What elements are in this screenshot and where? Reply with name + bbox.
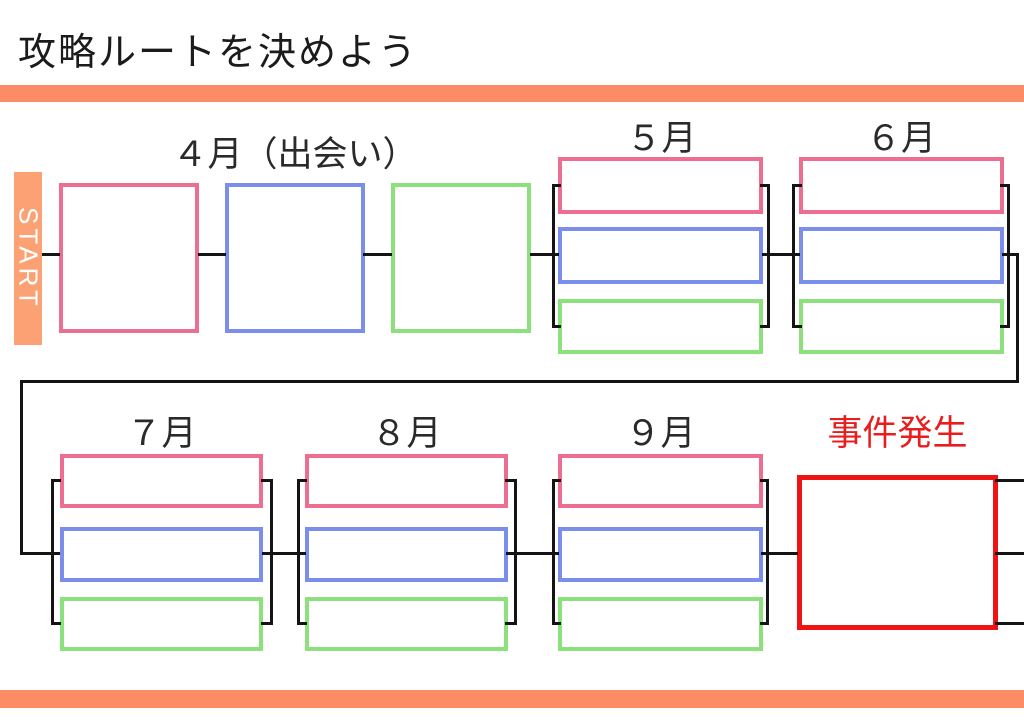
- bracket-stub: [760, 325, 770, 328]
- connector-april-2-3: [363, 253, 392, 256]
- bracket-june-left: [792, 184, 795, 328]
- bracket-stub: [552, 325, 561, 328]
- bottom-divider-bar: [0, 690, 1024, 708]
- bracket-stub: [792, 184, 802, 187]
- may-route-box-green: [558, 299, 763, 354]
- bracket-stub: [760, 479, 769, 482]
- june-route-box-blue: [799, 227, 1004, 284]
- heading-incident: 事件発生: [827, 414, 968, 453]
- connector-june-wrap: [1002, 253, 1019, 256]
- heading-june: ６月: [865, 119, 936, 158]
- august-route-box-blue: [305, 527, 508, 582]
- september-route-box-blue: [558, 527, 763, 582]
- connector-august-september: [506, 552, 559, 555]
- bracket-stub: [792, 325, 802, 328]
- bracket-stub: [552, 622, 561, 625]
- bracket-stub: [261, 479, 273, 482]
- connector-may-june: [762, 253, 800, 256]
- september-route-box-pink: [558, 454, 763, 508]
- start-badge: START: [13, 172, 44, 345]
- bracket-august-left: [297, 479, 300, 625]
- bracket-stub: [261, 622, 273, 625]
- bracket-stub: [297, 622, 307, 625]
- incident-box: [797, 475, 998, 630]
- bracket-stub: [51, 479, 61, 482]
- june-route-box-green: [799, 299, 1004, 354]
- bracket-stub: [760, 184, 770, 187]
- start-label: START: [13, 207, 44, 310]
- connector-incident-exit-bottom: [995, 622, 1024, 625]
- wrap-line-right-vertical: [1016, 253, 1019, 383]
- connector-incident-exit-middle: [995, 552, 1024, 555]
- heading-august: ８月: [371, 414, 442, 453]
- september-route-box-green: [558, 597, 763, 651]
- connector-september-incident: [761, 552, 798, 555]
- bracket-september-left: [552, 479, 555, 625]
- bracket-september-right: [766, 479, 769, 625]
- bracket-stub: [505, 622, 517, 625]
- bracket-may-right: [767, 184, 770, 328]
- connector-july-august: [262, 552, 306, 555]
- connector-incident-exit-top: [995, 479, 1024, 482]
- july-route-box-blue: [60, 527, 263, 582]
- bracket-stub: [51, 622, 61, 625]
- heading-may: ５月: [626, 119, 697, 158]
- bracket-stub: [297, 479, 307, 482]
- bracket-may-left: [552, 184, 555, 328]
- bracket-july-left: [51, 479, 54, 625]
- bracket-august-right: [514, 479, 517, 625]
- connector-april-1-2: [198, 253, 226, 256]
- page-title: 攻略ルートを決めよう: [18, 32, 419, 74]
- bracket-stub: [760, 622, 769, 625]
- bracket-stub: [505, 479, 517, 482]
- april-route-box-pink: [59, 183, 199, 333]
- july-route-box-pink: [60, 454, 263, 508]
- heading-april: ４月（出会い）: [172, 135, 418, 174]
- may-route-box-pink: [558, 157, 763, 214]
- connector-wrap-july: [20, 552, 60, 555]
- bracket-stub: [552, 479, 561, 482]
- august-route-box-pink: [305, 454, 508, 508]
- heading-july: ７月: [126, 414, 197, 453]
- bracket-july-right: [270, 479, 273, 625]
- heading-september: ９月: [625, 414, 696, 453]
- bracket-stub: [1000, 325, 1010, 328]
- bracket-stub: [1000, 184, 1010, 187]
- connector-april-may: [530, 253, 559, 256]
- bracket-june-right: [1007, 184, 1010, 328]
- august-route-box-green: [305, 597, 508, 651]
- april-route-box-green: [391, 183, 531, 333]
- bracket-stub: [552, 184, 561, 187]
- wrap-line-left-vertical: [20, 380, 23, 555]
- july-route-box-green: [60, 597, 263, 651]
- may-route-box-blue: [558, 227, 763, 284]
- connector-start-april: [42, 253, 60, 256]
- june-route-box-pink: [799, 157, 1004, 214]
- top-divider-bar: [0, 85, 1024, 102]
- wrap-line-horizontal: [20, 380, 1019, 383]
- april-route-box-blue: [225, 183, 365, 333]
